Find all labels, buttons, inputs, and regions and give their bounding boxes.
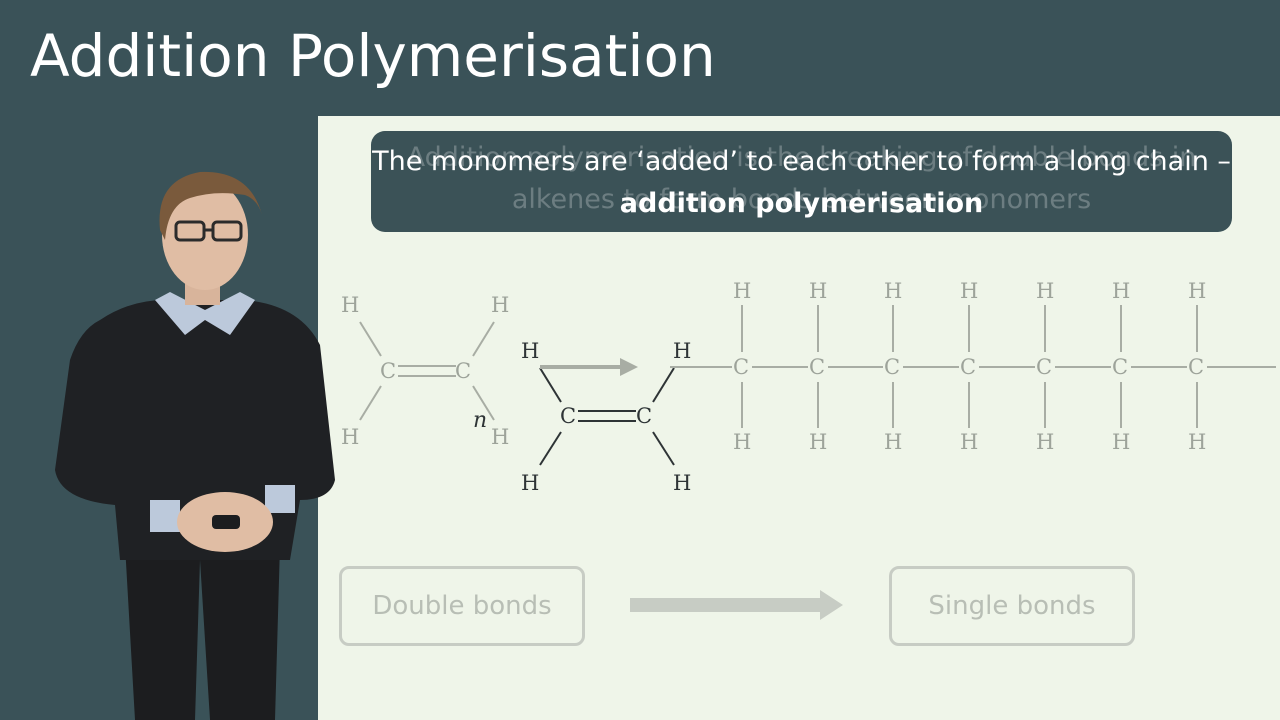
atom-h: H	[733, 279, 751, 303]
ethene-monomer-faded: H H H H C C	[341, 293, 509, 449]
right-arrow-icon	[630, 590, 843, 620]
double-bonds-box: Double bonds	[339, 566, 585, 646]
atom-h: H	[1036, 279, 1054, 303]
atom-h: H	[1112, 430, 1130, 454]
atom-h: H	[733, 430, 751, 454]
atom-h: H	[960, 279, 978, 303]
bond	[539, 431, 562, 466]
atom-c: C	[636, 404, 652, 428]
atom-h: H	[491, 293, 509, 317]
atom-h: H	[521, 471, 539, 495]
atom-h: H	[884, 279, 902, 303]
atom-h: H	[341, 293, 359, 317]
bond	[359, 321, 382, 357]
atom-h: H	[809, 279, 827, 303]
atom-h: H	[491, 425, 509, 449]
bond	[652, 431, 675, 466]
bond	[359, 385, 382, 421]
chain-unit: C H H	[884, 279, 902, 454]
chain-unit: C H H	[1112, 279, 1130, 454]
single-bonds-box: Single bonds	[889, 566, 1135, 646]
slide-title: Addition Polymerisation	[30, 22, 716, 90]
atom-h: H	[884, 430, 902, 454]
caption-box: Addition polymerisation is the breaking …	[371, 131, 1232, 232]
caption-fading-text: Addition polymerisation is the breaking …	[406, 142, 1197, 215]
bond	[652, 367, 675, 403]
atom-c: C	[960, 355, 976, 379]
subscript-n: n	[473, 408, 487, 433]
atom-h: H	[1188, 279, 1206, 303]
atom-h: H	[673, 339, 691, 363]
caption-bold-term: addition polymerisation	[619, 188, 984, 219]
bond	[472, 321, 495, 357]
bond	[472, 385, 495, 421]
atom-h: H	[960, 430, 978, 454]
joining-arrow	[540, 358, 638, 376]
atom-c: C	[1188, 355, 1204, 379]
atom-h: H	[1188, 430, 1206, 454]
atom-c: C	[809, 355, 825, 379]
atom-c: C	[1112, 355, 1128, 379]
atom-c: C	[884, 355, 900, 379]
atom-c: C	[380, 359, 396, 383]
atom-c: C	[733, 355, 749, 379]
atom-c: C	[1036, 355, 1052, 379]
polymer-chain: C H H C H H C H H C H H C	[670, 279, 1276, 454]
caption-lead: The monomers are ‘added’ to each other t…	[372, 146, 1231, 177]
atom-c: C	[560, 404, 576, 428]
chain-unit: C H H	[733, 279, 751, 454]
ethene-monomer-adding: H H H H C C	[521, 339, 691, 495]
caption-text: The monomers are ‘added’ to each other t…	[371, 141, 1232, 225]
atom-h: H	[1036, 430, 1054, 454]
chain-unit: C H H	[960, 279, 978, 454]
atom-h: H	[521, 339, 539, 363]
atom-h: H	[673, 471, 691, 495]
atom-h: H	[1112, 279, 1130, 303]
atom-c: C	[455, 359, 471, 383]
chain-unit: C H H	[1188, 279, 1206, 454]
bond	[539, 367, 562, 403]
atom-h: H	[341, 425, 359, 449]
chain-unit: C H H	[809, 279, 827, 454]
chain-unit: C H H	[1036, 279, 1054, 454]
atom-h: H	[809, 430, 827, 454]
